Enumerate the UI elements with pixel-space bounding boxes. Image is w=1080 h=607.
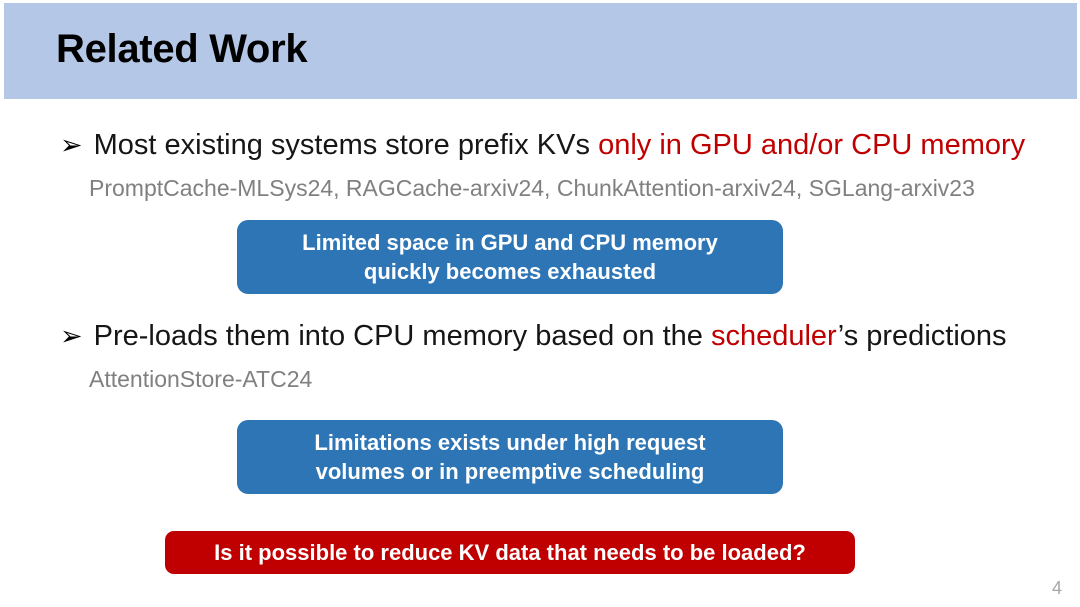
bullet-item-1-text: Most existing systems store prefix KVs o…	[94, 130, 1026, 160]
callout-box-question-line-1: Is it possible to reduce KV data that ne…	[214, 539, 806, 565]
bullet-2-text-before: Pre-loads them into CPU memory based on …	[93, 320, 711, 352]
bullet-item-1: ➢ Most existing systems store prefix KVs…	[60, 130, 1025, 160]
bullet-item-2: ➢ Pre-loads them into CPU memory based o…	[60, 321, 1007, 351]
bullet-item-2-text: Pre-loads them into CPU memory based on …	[94, 321, 1007, 351]
callout-box-2-line-2: volumes or in preemptive scheduling	[315, 459, 705, 484]
slide-title-band: Related Work	[4, 3, 1077, 99]
bullet-1-text-accent: only in GPU and/or CPU memory	[598, 129, 1026, 161]
callout-box-1-line-1: Limited space in GPU and CPU memory	[302, 229, 718, 255]
arrow-bullet-icon: ➢	[60, 130, 83, 160]
callout-box-2-line-1: Limitations exists under high request	[314, 429, 706, 455]
arrow-bullet-icon: ➢	[60, 321, 83, 351]
citation-list-2: AttentionStore-ATC24	[89, 366, 313, 392]
bullet-2-text-accent: scheduler	[710, 320, 838, 352]
bullet-2-text-after: ’s predictions	[837, 320, 1007, 352]
callout-box-1-line-2: quickly becomes exhausted	[363, 259, 657, 284]
callout-box-1: Limited space in GPU and CPU memory quic…	[237, 220, 783, 294]
page-number: 4	[1051, 578, 1062, 598]
callout-box-2: Limitations exists under high request vo…	[237, 420, 783, 494]
citation-list-1: PromptCache-MLSys24, RAGCache-arxiv24, C…	[89, 175, 975, 201]
page-title: Related Work	[56, 27, 308, 71]
callout-box-question: Is it possible to reduce KV data that ne…	[165, 531, 855, 574]
bullet-1-text-before: Most existing systems store prefix KVs	[93, 129, 599, 161]
